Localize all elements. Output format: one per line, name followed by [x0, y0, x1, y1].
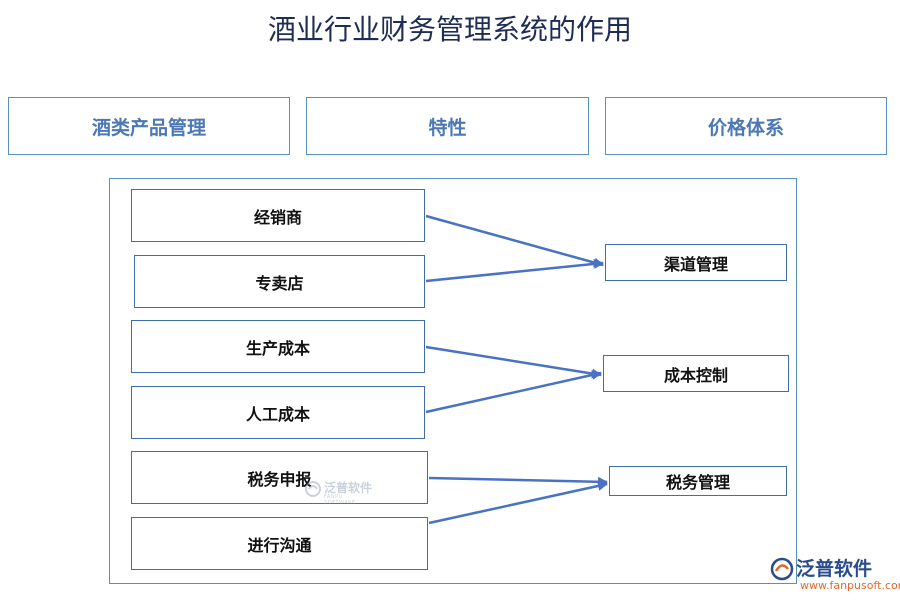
node-distributor: 经销商	[131, 189, 425, 242]
watermark: 泛普软件 FANPU SOFTWARE	[304, 478, 374, 506]
node-label: 税务管理	[665, 473, 730, 492]
node-label: 渠道管理	[663, 254, 728, 274]
node-communication: 进行沟通	[131, 517, 428, 570]
top-box-characteristics: 特性	[306, 97, 589, 155]
watermark-logo-icon	[305, 481, 321, 497]
arrow-communication-to-tax	[428, 481, 608, 525]
node-label: 专卖店	[255, 273, 304, 293]
node-tax-filing: 税务申报	[131, 451, 428, 504]
node-label: 成本控制	[663, 365, 728, 385]
brand-logo-icon	[770, 557, 794, 581]
diagram-title: 酒业行业财务管理系统的作用	[267, 13, 632, 46]
node-label: 经销商	[253, 207, 302, 227]
top-box-price-system: 价格体系	[605, 97, 887, 155]
node-label: 税务申报	[247, 469, 312, 489]
top-box-product-management: 酒类产品管理	[8, 97, 290, 155]
arrow-production-to-cost	[425, 345, 602, 379]
node-channel-management: 渠道管理	[605, 244, 787, 281]
arrow-store-to-channel	[425, 258, 604, 283]
node-cost-control: 成本控制	[603, 355, 789, 392]
arrow-labor-to-cost	[425, 370, 602, 414]
node-label: 进行沟通	[247, 535, 312, 555]
node-specialty-store: 专卖店	[134, 255, 425, 308]
node-labor-cost: 人工成本	[131, 386, 425, 439]
top-box-label: 酒类产品管理	[91, 116, 206, 139]
watermark-text: 泛普软件	[324, 481, 373, 495]
node-tax-management: 税务管理	[609, 466, 787, 496]
brand-logo-text: 泛普软件	[796, 558, 873, 580]
brand-logo: 泛普软件 www.fanpusoft.com	[770, 554, 900, 598]
node-label: 生产成本	[245, 338, 310, 358]
arrow-tax-filing-to-tax	[428, 476, 608, 487]
top-box-label: 特性	[428, 116, 467, 139]
watermark-subtext: FANPU SOFTWARE	[324, 494, 356, 506]
arrow-distributor-to-channel	[425, 214, 604, 268]
node-label: 人工成本	[245, 404, 310, 424]
node-production-cost: 生产成本	[131, 320, 425, 373]
brand-logo-url: www.fanpusoft.com	[800, 579, 900, 592]
top-box-label: 价格体系	[707, 116, 784, 139]
